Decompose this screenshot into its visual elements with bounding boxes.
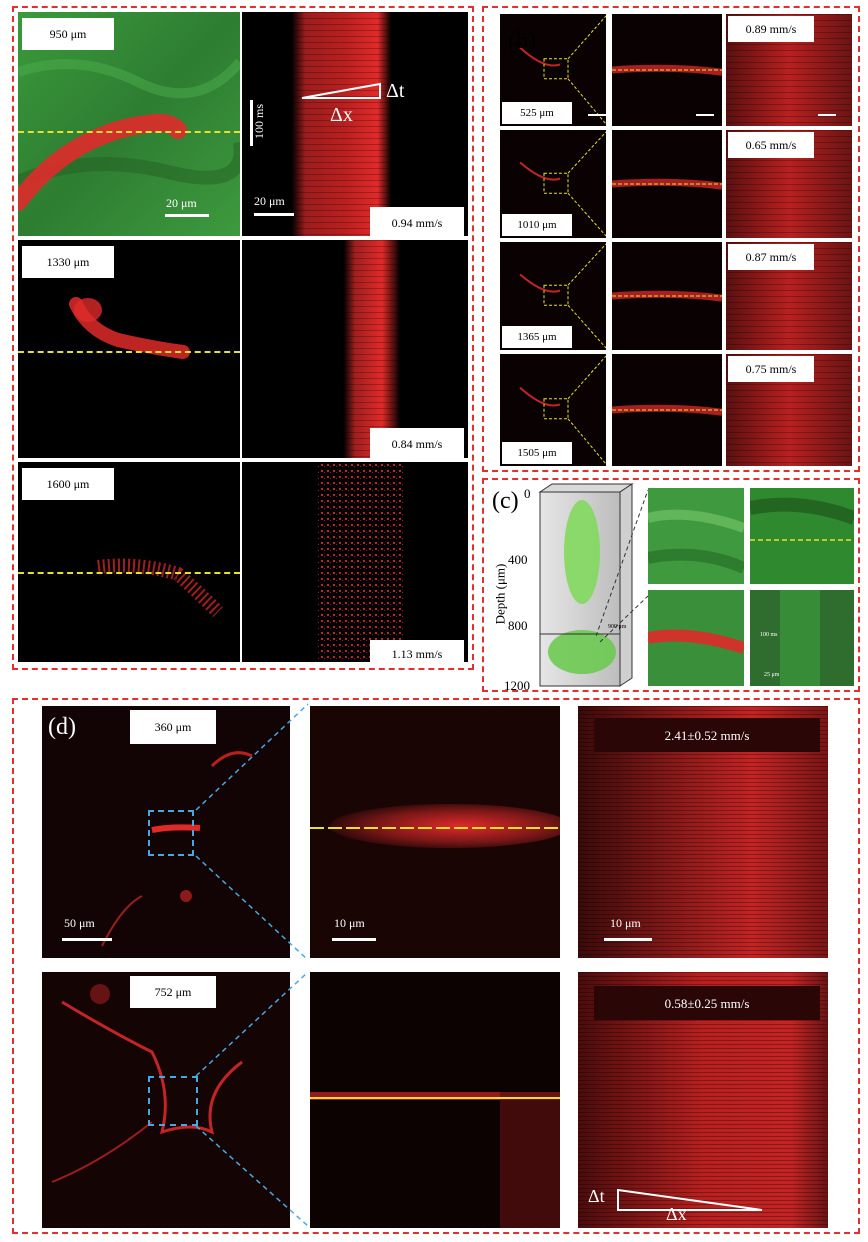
speed-label-box [594, 718, 820, 752]
vessel-image [42, 706, 290, 958]
panel-label: (d) [48, 714, 76, 740]
panel-label: (a) [420, 26, 447, 52]
speed-label: 0.75 mm/s [728, 356, 814, 382]
time-scale-label: 100 ms [252, 104, 266, 140]
delta-triangle [301, 82, 381, 99]
panel-b-zoom [612, 354, 722, 466]
depth-tick: 400 [508, 552, 528, 567]
depth-tick: 0 [524, 486, 531, 501]
kymo-scale-bar [254, 213, 294, 216]
scale-bar [604, 938, 652, 941]
panel-d-row2-overview [42, 972, 290, 1228]
speed-label: 2.41±0.52 mm/s [664, 728, 750, 743]
depth-label: 1330 μm [22, 246, 114, 278]
panel-a-row3-kymograph [242, 462, 468, 662]
speed-label: 0.58±0.25 mm/s [664, 996, 750, 1011]
scale-bar [332, 938, 376, 941]
panel-d-row2-zoom [310, 972, 560, 1228]
time-scale-bar [250, 100, 253, 146]
panel-d-border [12, 698, 860, 1234]
depth-label: 950 μm [22, 18, 114, 50]
scale-bar [62, 938, 112, 941]
depth-axis-title: Depth (μm) [492, 563, 508, 625]
panel-c-kymograph: 100 ms 25 μm [750, 590, 854, 686]
scale-bar [818, 114, 836, 116]
depth-label: 752 μm [130, 976, 216, 1008]
panel-c-tissue-1 [648, 488, 744, 584]
kymograph-image [242, 12, 468, 236]
delta-triangle [617, 1188, 763, 1211]
panel-b-zoom [612, 242, 722, 350]
panel-a-border [12, 6, 474, 670]
scale-bar-label: 20 μm [166, 196, 197, 210]
depth-label: 1505 μm [502, 442, 572, 464]
scale-bar-label: 10 μm [334, 916, 365, 930]
volume-render [538, 483, 634, 687]
speed-label: 0.89 mm/s [728, 16, 814, 42]
zoom-guide-lines [596, 489, 649, 643]
scale-bar [588, 114, 606, 116]
speed-label-box [594, 986, 820, 1020]
depth-tick: 800 [508, 618, 528, 633]
depth-label: 360 μm [130, 710, 216, 744]
vessel-zoom-image [310, 972, 560, 1228]
delta-x-label: Δx [666, 1204, 687, 1224]
panel-c-tissue-2 [750, 488, 854, 584]
profile-line [18, 131, 240, 133]
panel-d-row1-overview: (d) 50 μm [42, 706, 290, 958]
profile-line [18, 572, 240, 574]
depth-label: 1365 μm [502, 326, 572, 348]
panel-d-row1-kymograph: 2.41±0.52 mm/s 10 μm [578, 706, 828, 958]
panel-b-zoom [612, 14, 722, 126]
panel-b-overview [500, 14, 606, 126]
panel-b-border [482, 6, 860, 472]
kymograph-image [242, 240, 468, 458]
speed-label: 0.84 mm/s [370, 428, 464, 460]
speed-label: 0.65 mm/s [728, 132, 814, 158]
speed-label: 1.13 mm/s [370, 640, 464, 668]
vessel-zoom-image [310, 706, 560, 958]
delta-x-label: Δx [330, 104, 353, 126]
delta-t-label: Δt [386, 80, 405, 102]
depth-label: 525 μm [502, 102, 572, 124]
scale-bar-label: 10 μm [610, 916, 641, 930]
panel-a-row1-kymograph [242, 12, 468, 236]
panel-c-tissue-vessel [648, 590, 744, 686]
panel-d-row2-kymograph: 0.58±0.25 mm/s Δt Δx [578, 972, 828, 1228]
speed-label: 0.94 mm/s [370, 207, 464, 239]
scale-bar [165, 214, 209, 217]
scale-bar [696, 114, 714, 116]
roi-box [148, 810, 194, 856]
panel-label: (b) [508, 28, 536, 54]
kymograph-image [242, 462, 468, 662]
roi-box [148, 1076, 198, 1126]
delta-t-label: Δt [588, 1186, 605, 1206]
kymo-scale-label: 20 μm [254, 194, 285, 208]
vessel-image [42, 972, 290, 1228]
speed-label: 0.87 mm/s [728, 244, 814, 270]
volume-tag: 900 μm [608, 624, 627, 630]
panel-a-row2-kymograph [242, 240, 468, 458]
depth-label: 1010 μm [502, 214, 572, 236]
panel-c-border [482, 478, 860, 692]
panel-label: (c) [492, 488, 519, 514]
kymo-x-label: 25 μm [764, 672, 780, 678]
scale-bar-label: 50 μm [64, 916, 95, 930]
depth-label: 1600 μm [22, 468, 114, 500]
zoom-callout-lines [195, 703, 309, 1227]
panel-d-row1-zoom: 10 μm [310, 706, 560, 958]
kymo-time-label: 100 ms [760, 632, 778, 638]
depth-tick: 1200 [504, 678, 530, 693]
profile-line [18, 351, 240, 353]
panel-b-zoom [612, 130, 722, 238]
